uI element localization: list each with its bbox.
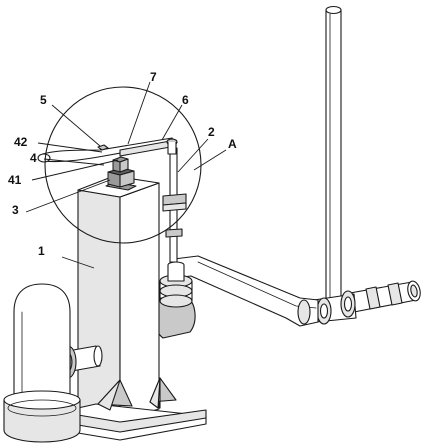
leader-lines [25, 81, 227, 269]
column-top-fitting [105, 156, 137, 191]
label-3: 3 [12, 203, 19, 217]
base-plate [59, 377, 207, 441]
vertical-vent-pipe [325, 5, 342, 301]
label-42: 42 [14, 135, 28, 149]
detail-circle-a [44, 86, 202, 244]
label-41: 41 [8, 173, 22, 187]
label-4: 4 [30, 151, 37, 165]
small-centrifugal-pump [153, 261, 196, 339]
reference-labels: 1 2 3 4 41 42 5 6 7 A [8, 70, 237, 258]
pipe-tee-joint [313, 290, 357, 325]
large-motor-pump [3, 283, 81, 443]
label-2: 2 [208, 125, 215, 139]
label-6: 6 [182, 93, 189, 107]
label-5: 5 [40, 93, 47, 107]
lever-handle [37, 137, 177, 163]
label-a: A [228, 137, 237, 151]
label-7: 7 [150, 70, 157, 84]
pivot-arm [166, 138, 178, 155]
label-1: 1 [38, 244, 45, 258]
horizontal-outlet-pipe [349, 280, 421, 313]
vertical-rod [162, 147, 187, 263]
diagonal-connecting-pipe [173, 255, 319, 327]
